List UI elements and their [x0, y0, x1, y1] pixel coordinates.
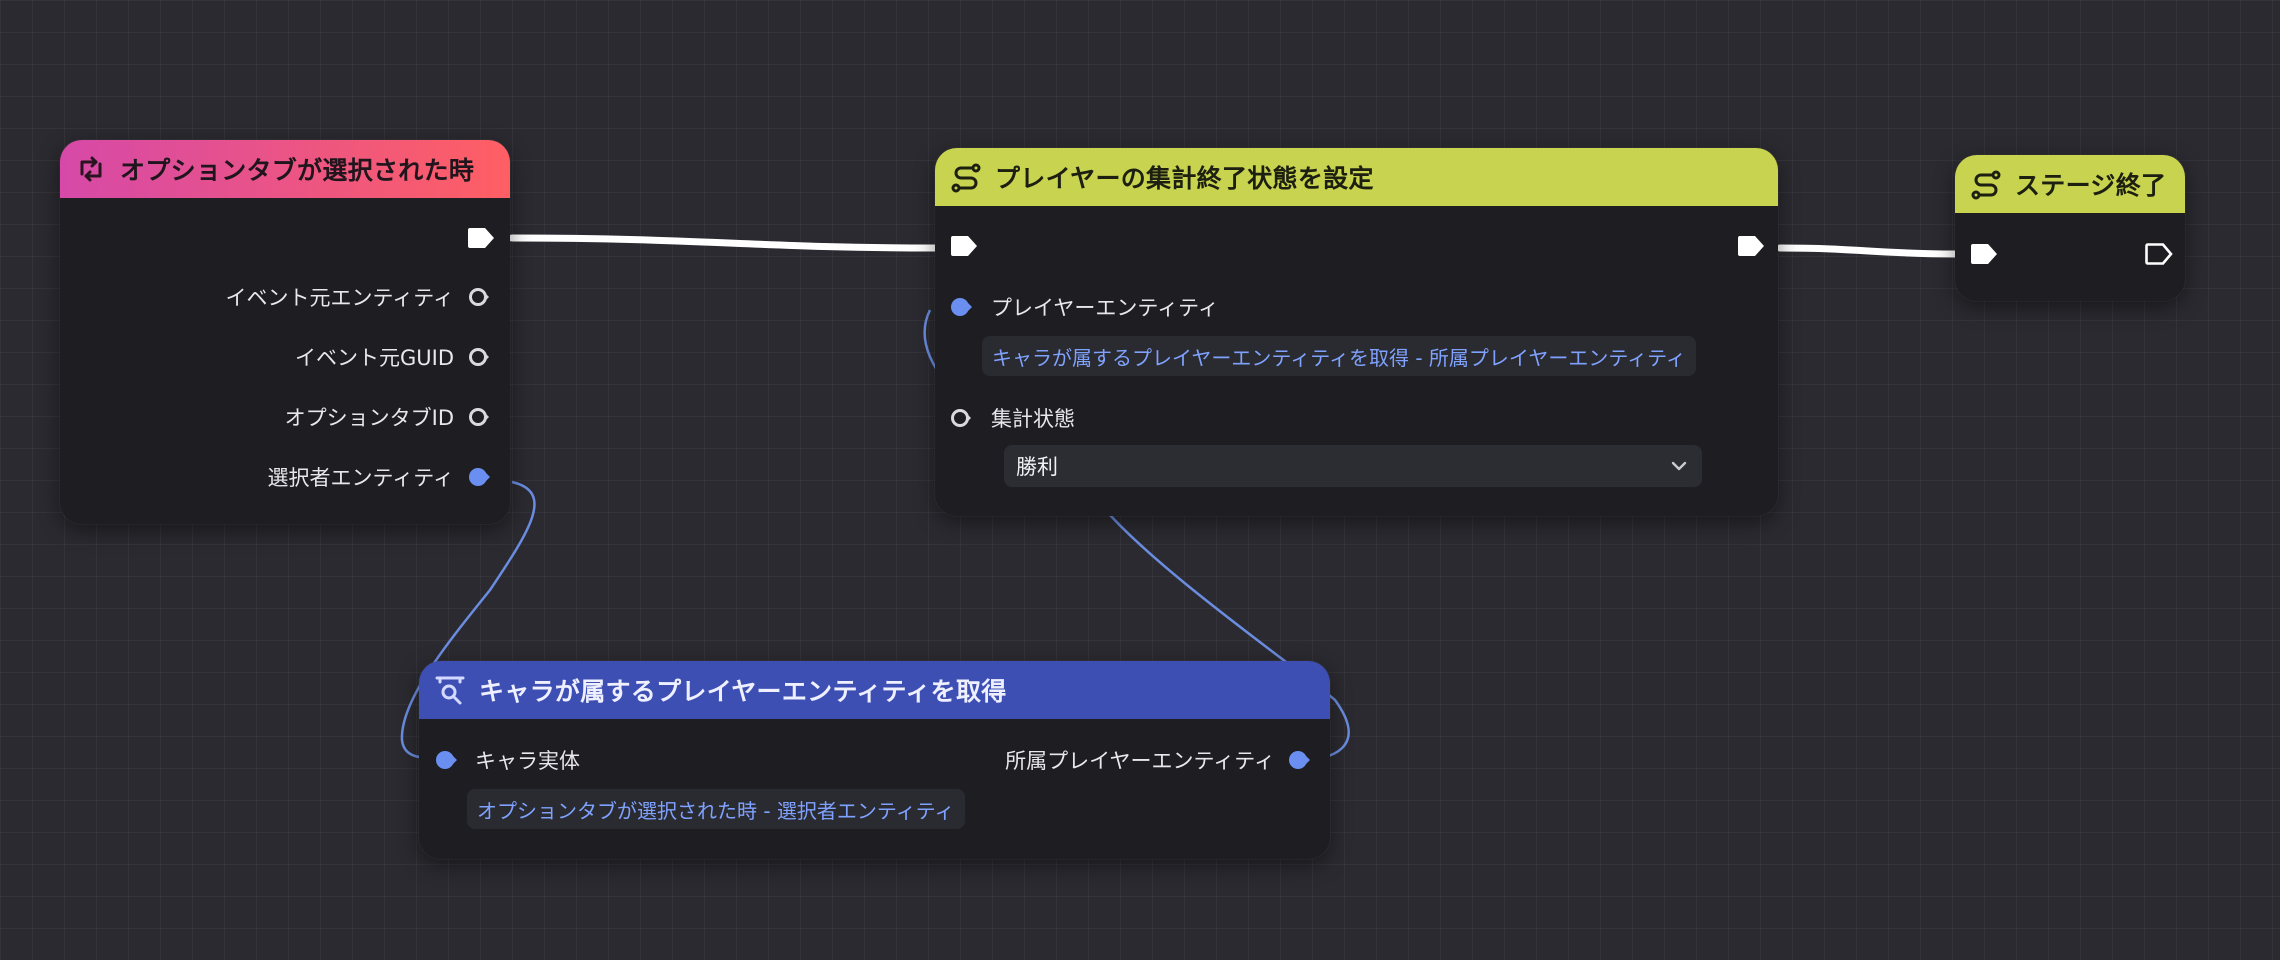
end-stage-title: ステージ終了	[2015, 171, 2167, 200]
exec-output-pin[interactable]	[1736, 235, 1766, 257]
output-source-entity-label: イベント元エンティティ	[225, 286, 454, 310]
input-aggregate-state-label: 集計状態	[991, 407, 1075, 431]
output-selector-entity-pin[interactable]	[468, 466, 490, 488]
input-aggregate-state-pin[interactable]	[950, 407, 972, 429]
input-player-entity-pin[interactable]	[950, 296, 972, 318]
input-player-entity-label: プレイヤーエンティティ	[991, 296, 1219, 320]
output-player-entity-label: 所属プレイヤーエンティティ	[1005, 749, 1275, 773]
event-loop-icon	[74, 152, 108, 186]
exec-wire-set-state-to-end-stage[interactable]	[1776, 244, 1959, 258]
query-node-icon	[433, 673, 467, 707]
end-stage-node[interactable]: ステージ終了	[1954, 154, 2186, 302]
flow-action-icon	[1969, 167, 2003, 201]
set-player-state-node[interactable]: プレイヤーの集計終了状態を設定 プレイヤーエンティティ キャラが属するプレイヤー…	[934, 147, 1779, 517]
output-source-entity-pin[interactable]	[468, 286, 490, 308]
aggregate-state-selected-value: 勝利	[1016, 455, 1058, 479]
event-node-header[interactable]: オプションタブが選択された時	[60, 140, 510, 198]
output-option-tab-id-label: オプションタブID	[284, 406, 454, 430]
output-selector-entity-label: 選択者エンティティ	[267, 466, 454, 490]
output-option-tab-id-pin[interactable]	[468, 406, 490, 428]
end-stage-header[interactable]: ステージ終了	[1955, 155, 2185, 213]
exec-output-pin[interactable]	[2144, 243, 2174, 265]
set-player-state-header[interactable]: プレイヤーの集計終了状態を設定	[935, 148, 1778, 206]
output-source-guid-label: イベント元GUID	[294, 346, 454, 370]
set-player-state-title: プレイヤーの集計終了状態を設定	[995, 164, 1374, 193]
get-player-entity-title: キャラが属するプレイヤーエンティティを取得	[479, 677, 1007, 706]
character-connected-value: オプションタブが選択された時 - 選択者エンティティ	[467, 789, 965, 829]
event-node-title: オプションタブが選択された時	[120, 156, 475, 185]
exec-wire-event-to-set-state[interactable]	[508, 234, 939, 252]
exec-input-pin[interactable]	[1969, 243, 1999, 265]
get-player-entity-header[interactable]: キャラが属するプレイヤーエンティティを取得	[419, 661, 1330, 719]
output-source-guid-pin[interactable]	[468, 346, 490, 368]
player-entity-connected-value: キャラが属するプレイヤーエンティティを取得 - 所属プレイヤーエンティティ	[982, 336, 1696, 376]
output-player-entity-pin[interactable]	[1288, 749, 1310, 771]
input-character-pin[interactable]	[435, 749, 457, 771]
flow-action-icon	[949, 160, 983, 194]
aggregate-state-select[interactable]: 勝利	[1004, 445, 1702, 487]
chevron-down-icon	[1671, 461, 1687, 471]
exec-output-pin[interactable]	[466, 227, 496, 249]
event-node-option-tab-selected[interactable]: オプションタブが選択された時 イベント元エンティティ イベント元GUID オプシ…	[59, 139, 511, 525]
get-player-entity-node[interactable]: キャラが属するプレイヤーエンティティを取得 キャラ実体 オプションタブが選択され…	[418, 660, 1331, 860]
input-character-label: キャラ実体	[475, 749, 580, 773]
exec-input-pin[interactable]	[949, 235, 979, 257]
